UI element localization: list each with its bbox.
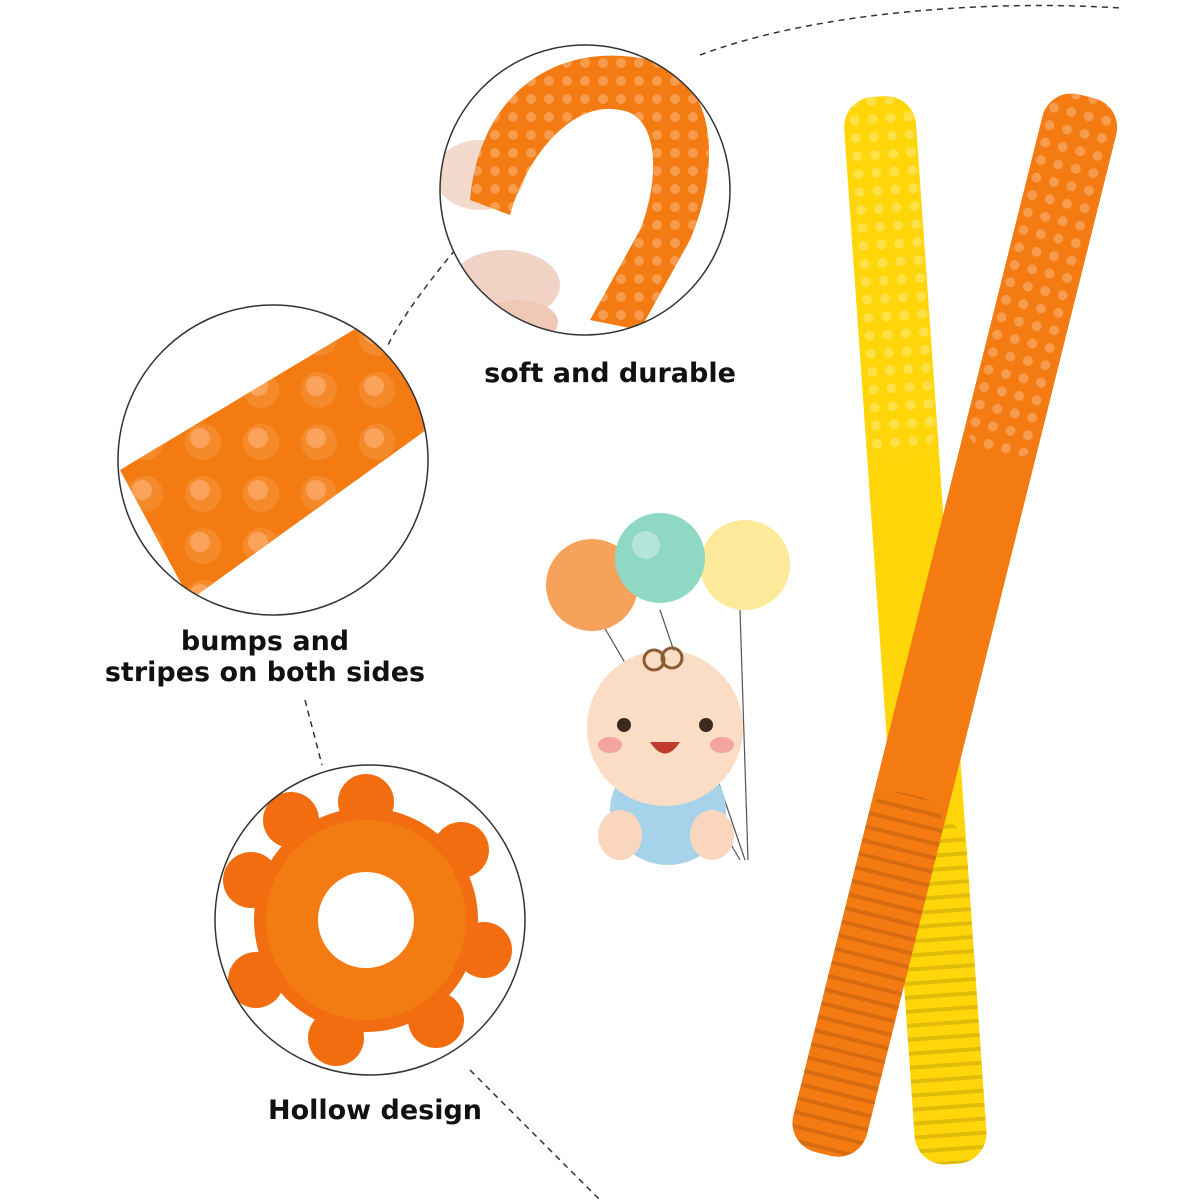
baby-with-balloons [546,513,790,865]
detail-circle-bumps [118,305,428,615]
caption-soft-and-durable: soft and durable [484,358,736,389]
baby-head [587,650,743,806]
caption-bumps-and-stripes: bumps and stripes on both sides [60,626,470,688]
hollow-ring [223,774,512,1066]
balloon-mint [615,513,705,603]
dashed-guide-connector [304,699,323,766]
dashed-guide-connector [387,249,456,346]
teether-stick-orange [792,93,1118,1157]
dashed-guide-arc [699,4,1121,56]
caption-bumps-line2: stripes on both sides [104,657,426,688]
caption-bumps-line1: bumps and [180,626,350,657]
detail-circle-hollow [215,765,525,1075]
balloon-yellow [700,520,790,610]
caption-hollow-design: Hollow design [267,1095,483,1126]
detail-circle-soft [440,45,730,335]
balloon-orange [546,539,638,631]
dashed-guide-arc [469,1069,601,1200]
